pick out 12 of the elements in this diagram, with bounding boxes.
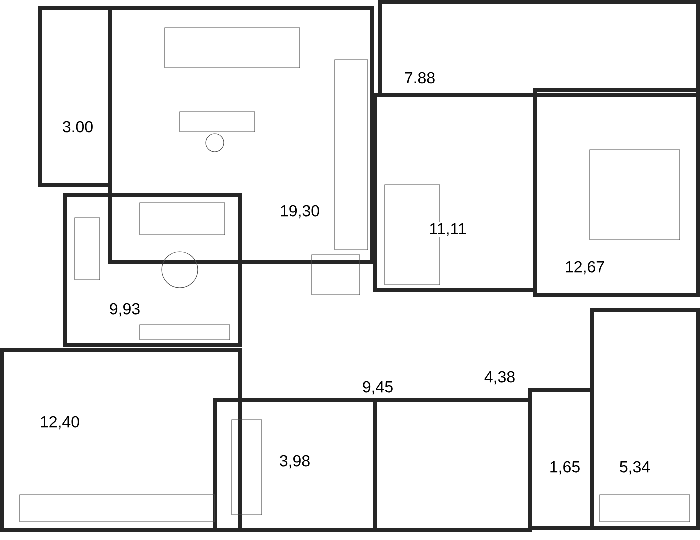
area-label: 5,34 — [618, 460, 652, 476]
area-label: 9,93 — [108, 302, 142, 318]
area-label: 1,65 — [548, 460, 582, 476]
area-label: 3,98 — [278, 454, 312, 470]
area-label: 12,40 — [38, 415, 82, 431]
area-label: 3.00 — [61, 120, 95, 134]
area-label: 7.88 — [403, 71, 437, 85]
area-label: 4,38 — [483, 370, 517, 386]
area-label: 19,30 — [278, 204, 322, 220]
area-label: 11,11 — [428, 222, 468, 238]
area-label: 12,67 — [564, 260, 606, 276]
area-label: 9,45 — [361, 380, 395, 396]
